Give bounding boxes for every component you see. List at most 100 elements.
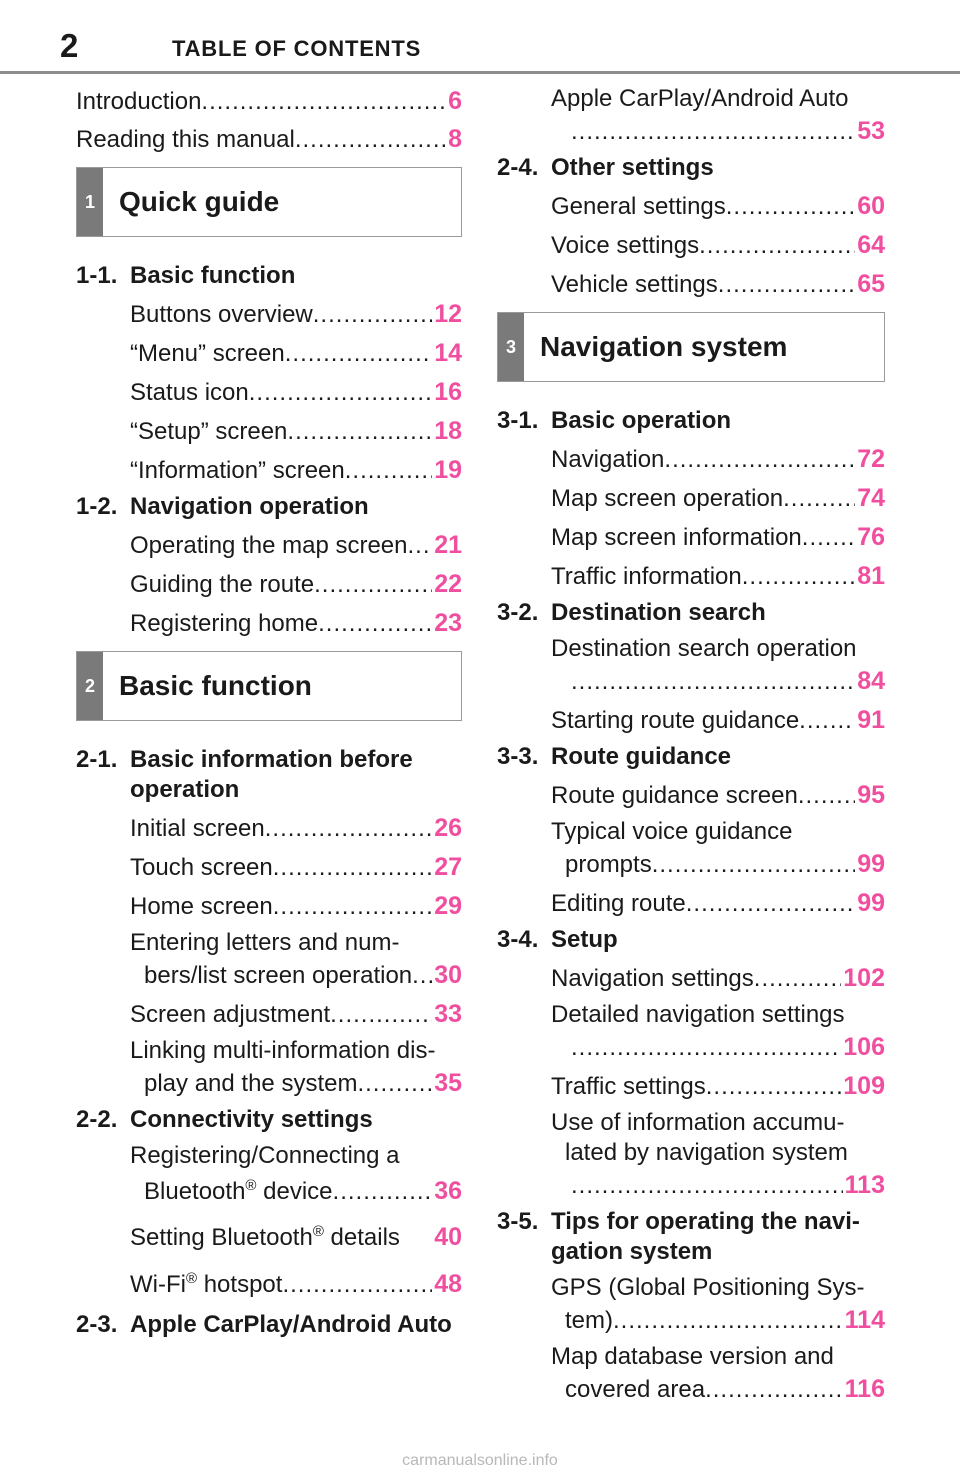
toc-entry[interactable]: Editing route99 — [551, 886, 885, 921]
toc-entry[interactable]: Entering letters and num- bers/list scre… — [130, 928, 462, 993]
toc-entry[interactable]: Navigation72 — [551, 442, 885, 477]
toc-entry[interactable]: Registering home23 — [130, 606, 462, 641]
chapter-3-header[interactable]: 3 Navigation system — [497, 312, 885, 382]
page-ref[interactable]: 95 — [857, 781, 885, 809]
page-ref[interactable]: 60 — [857, 192, 885, 220]
toc-entry[interactable]: “Menu” screen14 — [130, 336, 462, 371]
page-ref[interactable]: 29 — [434, 892, 462, 920]
header-divider — [0, 71, 960, 74]
section-heading-3-3: 3-3.Route guidance — [497, 743, 732, 770]
section-heading-3-5: 3-5.Tips for operating the navi-gation s… — [497, 1208, 860, 1265]
page-ref[interactable]: 91 — [857, 706, 885, 734]
page-number: 2 — [60, 27, 79, 64]
toc-entry[interactable]: “Information” screen19 — [130, 453, 462, 488]
page-ref[interactable]: 23 — [434, 609, 462, 637]
page-ref[interactable]: 40 — [434, 1223, 462, 1251]
chapter-2-header[interactable]: 2 Basic function — [76, 651, 462, 721]
section-heading-2-4: 2-4.Other settings — [497, 154, 714, 181]
toc-entry[interactable]: Use of information accumu- lated by navi… — [551, 1108, 885, 1203]
section-heading-3-2: 3-2.Destination search — [497, 599, 766, 626]
toc-entry[interactable]: “Setup” screen18 — [130, 414, 462, 449]
toc-entry[interactable]: Home screen29 — [130, 889, 462, 924]
toc-entry[interactable]: Registering/Connecting a Bluetooth® devi… — [130, 1141, 462, 1212]
page-ref[interactable]: 21 — [434, 531, 462, 559]
page-header: 2 TABLE OF CONTENTS — [0, 0, 960, 74]
page-ref[interactable]: 12 — [434, 300, 462, 328]
page-ref[interactable]: 74 — [857, 484, 885, 512]
section-heading-3-4: 3-4.Setup — [497, 926, 618, 953]
toc-entry[interactable]: Operating the map screen21 — [130, 528, 462, 563]
toc-entry[interactable]: Map screen information76 — [551, 520, 885, 555]
page-ref[interactable]: 16 — [434, 378, 462, 406]
toc-entry-introduction[interactable]: Introduction6 — [76, 84, 462, 119]
page-ref[interactable]: 53 — [857, 117, 885, 145]
toc-entry[interactable]: Traffic settings109 — [551, 1069, 885, 1104]
page-ref[interactable]: 48 — [434, 1270, 462, 1298]
page-ref[interactable]: 8 — [448, 125, 462, 153]
page-ref[interactable]: 116 — [844, 1375, 885, 1403]
page-ref[interactable]: 113 — [844, 1171, 885, 1199]
page-ref[interactable]: 64 — [857, 231, 885, 259]
page-ref[interactable]: 109 — [843, 1072, 885, 1100]
page-ref[interactable]: 81 — [857, 562, 885, 590]
toc-entry[interactable]: Wi-Fi® hotspot48 — [130, 1263, 462, 1306]
toc-entry[interactable]: Apple CarPlay/Android Auto 53 — [551, 84, 885, 149]
chapter-number-tab: 3 — [498, 313, 524, 381]
page-ref[interactable]: 99 — [857, 889, 885, 917]
page-ref[interactable]: 27 — [434, 853, 462, 881]
toc-entry[interactable]: Status icon16 — [130, 375, 462, 410]
page-ref[interactable]: 26 — [434, 814, 462, 842]
toc-left-column: Introduction6 Reading this manual8 1 Qui… — [76, 84, 462, 1346]
toc-entry[interactable]: Initial screen26 — [130, 811, 462, 846]
toc-entry[interactable]: Voice settings64 — [551, 228, 885, 263]
toc-entry[interactable]: Buttons overview12 — [130, 297, 462, 332]
toc-entry[interactable]: Route guidance screen95 — [551, 778, 885, 813]
toc-right-column: Apple CarPlay/Android Auto 53 2-4.Other … — [497, 84, 885, 1411]
page-ref[interactable]: 106 — [843, 1033, 885, 1061]
chapter-number-tab: 1 — [77, 168, 103, 236]
page-ref[interactable]: 35 — [434, 1069, 462, 1097]
section-heading-2-1: 2-1.Basic information before operation — [76, 746, 413, 803]
page-ref[interactable]: 36 — [434, 1177, 462, 1205]
page-ref[interactable]: 102 — [843, 964, 885, 992]
page-ref[interactable]: 33 — [434, 1000, 462, 1028]
toc-entry[interactable]: Typical voice guidance prompts99 — [551, 817, 885, 882]
page-ref[interactable]: 19 — [434, 456, 462, 484]
toc-entry[interactable]: Map database version and covered area116 — [551, 1342, 885, 1407]
chapter-title: Navigation system — [540, 331, 788, 362]
toc-entry[interactable]: Linking multi-information dis- play and … — [130, 1036, 462, 1101]
toc-entry[interactable]: Starting route guidance91 — [551, 703, 885, 738]
page-ref[interactable]: 76 — [857, 523, 885, 551]
section-heading-2-3: 2-3.Apple CarPlay/Android Auto — [76, 1311, 452, 1338]
page-ref[interactable]: 14 — [434, 339, 462, 367]
toc-entry[interactable]: Navigation settings102 — [551, 961, 885, 996]
toc-entry-reading-manual[interactable]: Reading this manual8 — [76, 122, 462, 157]
page-ref[interactable]: 65 — [857, 270, 885, 298]
toc-entry[interactable]: Touch screen27 — [130, 850, 462, 885]
section-heading-1-1: 1-1.Basic function — [76, 262, 296, 289]
toc-entry[interactable]: General settings60 — [551, 189, 885, 224]
page-ref[interactable]: 72 — [857, 445, 885, 473]
page-ref[interactable]: 99 — [857, 850, 885, 878]
watermark: carmanualsonline.info — [402, 1452, 558, 1469]
page-ref[interactable]: 30 — [434, 961, 462, 989]
toc-entry[interactable]: Screen adjustment33 — [130, 997, 462, 1032]
page-ref[interactable]: 6 — [448, 87, 462, 115]
chapter-title: Quick guide — [119, 186, 280, 217]
toc-entry[interactable]: Traffic information81 — [551, 559, 885, 594]
page-ref[interactable]: 22 — [434, 570, 462, 598]
section-heading-1-2: 1-2.Navigation operation — [76, 493, 369, 520]
toc-entry[interactable]: Destination search operation 84 — [551, 634, 885, 699]
toc-entry[interactable]: GPS (Global Positioning Sys- tem)114 — [551, 1273, 885, 1338]
page-ref[interactable]: 18 — [434, 417, 462, 445]
toc-entry[interactable]: Map screen operation74 — [551, 481, 885, 516]
toc-entry[interactable]: Guiding the route22 — [130, 567, 462, 602]
page-ref[interactable]: 114 — [844, 1306, 885, 1334]
toc-entry[interactable]: Vehicle settings65 — [551, 267, 885, 302]
chapter-title: Basic function — [119, 670, 312, 701]
toc-entry[interactable]: Detailed navigation settings 106 — [551, 1000, 885, 1065]
page-ref[interactable]: 84 — [857, 667, 885, 695]
chapter-1-header[interactable]: 1 Quick guide — [76, 167, 462, 237]
section-heading-3-1: 3-1.Basic operation — [497, 407, 732, 434]
